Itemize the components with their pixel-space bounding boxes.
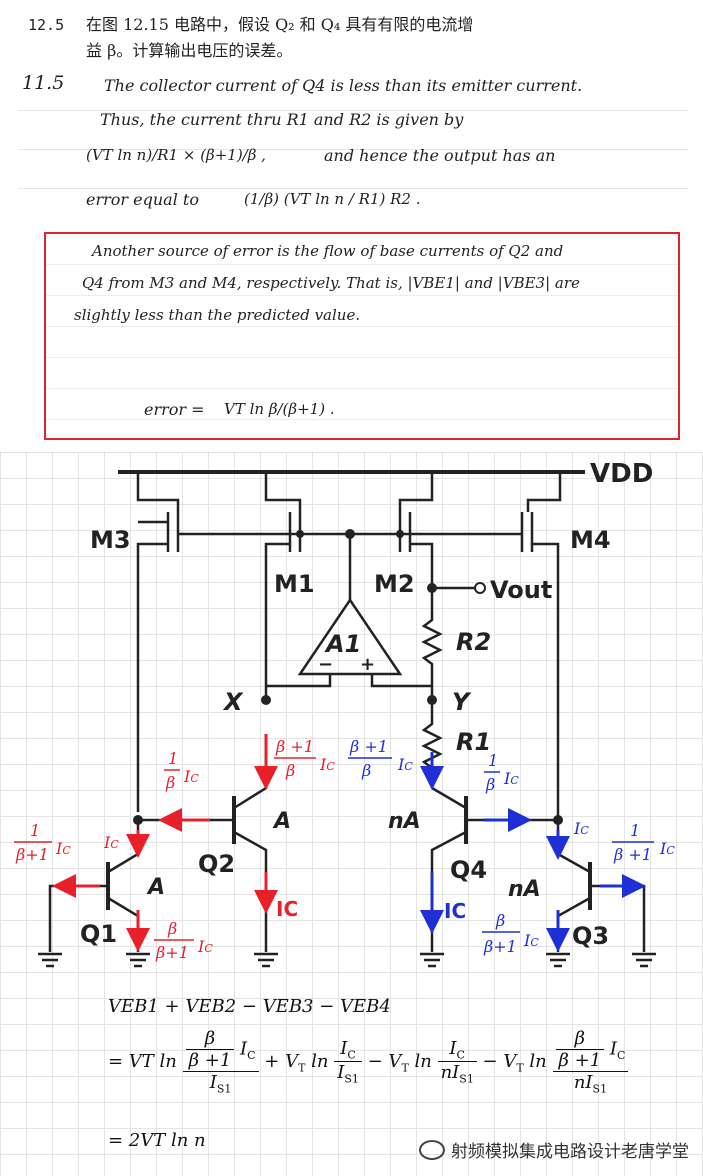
svg-text:β +1: β +1	[275, 737, 314, 756]
svg-text:β+1: β+1	[155, 943, 189, 962]
svg-text:β +1: β +1	[613, 845, 652, 864]
equation-line3: = 2VT ln n	[108, 1130, 206, 1151]
svg-text:β+1: β+1	[483, 937, 517, 956]
label-vout: Vout	[490, 576, 552, 604]
solution-line3a: (VT ln n)/R1 × (β+1)/β ,	[86, 146, 266, 164]
svg-text:IC: IC	[197, 937, 213, 956]
svg-text:IC: IC	[659, 839, 675, 858]
svg-text:β: β	[165, 773, 175, 792]
svg-text:β+1: β+1	[15, 845, 49, 864]
solution-line1: The collector current of Q4 is less than…	[104, 76, 583, 95]
label-m2: M2	[374, 570, 415, 598]
solution-line2: Thus, the current thru R1 and R2 is give…	[100, 110, 464, 129]
ground-symbols	[38, 952, 656, 968]
label-x: X	[222, 688, 244, 716]
problem-text-line1: 在图 12.15 电路中，假设 Q₂ 和 Q₄ 具有有限的电流增	[86, 15, 474, 34]
svg-text:IC: IC	[103, 833, 119, 852]
label-blue-beta-over-beta1-ic: β β+1 IC	[482, 911, 539, 956]
label-r1: R1	[456, 728, 491, 756]
svg-text:IC: IC	[319, 755, 335, 774]
label-plus: +	[360, 654, 375, 675]
watermark-text: 射频模拟集成电路设计老唐学堂	[451, 1142, 689, 1162]
label-red-1-over-beta1-ic: 1 β+1 IC	[14, 821, 71, 864]
svg-text:IC: IC	[523, 931, 539, 950]
note-error-expr: VT ln β/(β+1) .	[224, 400, 335, 418]
equation-line1: VEB1 + VEB2 − VEB3 − VEB4	[108, 996, 391, 1017]
problem-text-line2: 益 β。计算输出电压的误差。	[86, 41, 293, 60]
note-line1: Another source of error is the flow of b…	[92, 242, 564, 260]
svg-text:1: 1	[30, 821, 40, 840]
label-m1: M1	[274, 570, 315, 598]
label-blue-1-over-beta1-ic: 1 β +1 IC	[612, 821, 675, 864]
label-q4: Q4	[450, 856, 487, 884]
label-q1: Q1	[80, 920, 117, 948]
label-red-1-over-beta-ic: 1 β IC	[164, 749, 199, 792]
svg-text:β: β	[167, 919, 177, 938]
label-blue-1-over-beta-ic: 1 β IC	[484, 751, 519, 794]
svg-text:IC: IC	[397, 755, 413, 774]
error-note-box: Another source of error is the flow of b…	[44, 232, 680, 440]
label-ic-red: IC	[276, 897, 298, 921]
solution-line4b: (1/β) (VT ln n / R1) R2 .	[244, 190, 421, 208]
note-error-label: error =	[144, 400, 205, 419]
svg-text:β: β	[485, 775, 495, 794]
label-q2: Q2	[198, 850, 235, 878]
label-m4: M4	[570, 526, 611, 554]
label-y: Y	[452, 688, 472, 716]
problem-text: 在图 12.15 电路中，假设 Q₂ 和 Q₄ 具有有限的电流增 益 β。计算输…	[86, 12, 686, 64]
label-na-q3: nA	[508, 877, 541, 902]
label-red-beta1-over-beta-ic: β +1 β IC	[274, 737, 335, 780]
svg-text:1: 1	[630, 821, 640, 840]
svg-text:β: β	[495, 911, 505, 930]
label-q3: Q3	[572, 922, 609, 950]
svg-text:IC: IC	[55, 839, 71, 858]
svg-text:1: 1	[488, 751, 498, 770]
label-blue-ic-q3: IC	[573, 819, 589, 838]
svg-text:IC: IC	[183, 767, 199, 786]
label-a-q1: A	[146, 875, 165, 900]
label-vdd: VDD	[590, 459, 653, 489]
problem-number: 12.5	[28, 16, 65, 34]
svg-text:IC: IC	[573, 819, 589, 838]
equation-line2-lead: = VT ln	[108, 1050, 177, 1072]
svg-text:β +1: β +1	[349, 737, 388, 756]
wechat-icon	[419, 1139, 445, 1160]
label-red-ic-q1: IC	[103, 833, 119, 852]
label-m3: M3	[90, 526, 131, 554]
label-blue-beta1-over-beta-ic: β +1 β IC	[348, 737, 413, 780]
label-minus: −	[318, 654, 333, 675]
svg-text:β: β	[285, 761, 295, 780]
svg-text:IC: IC	[503, 769, 519, 788]
label-a-q2: A	[272, 809, 291, 834]
label-na-q4: nA	[388, 809, 421, 834]
label-a1: A1	[324, 630, 361, 658]
solution-line3b: and hence the output has an	[324, 146, 556, 165]
label-ic-blue: IC	[444, 899, 466, 923]
solution-section: 11.5 The collector current of Q4 is less…	[18, 72, 688, 227]
note-line3: slightly less than the predicted value.	[74, 306, 361, 324]
solution-line4a: error equal to	[86, 190, 199, 209]
solution-number: 11.5	[22, 72, 65, 94]
grid-background	[0, 452, 703, 1176]
note-line2: Q4 from M3 and M4, respectively. That is…	[82, 274, 580, 292]
circuit-diagram: VDD M3 M1 M2 M4 Vout A1 − + R2 R1 X Y A …	[14, 459, 675, 968]
label-r2: R2	[456, 628, 491, 656]
svg-text:β: β	[361, 761, 371, 780]
label-red-beta-over-beta1-ic: β β+1 IC	[154, 919, 213, 962]
watermark: 射频模拟集成电路设计老唐学堂	[419, 1137, 689, 1162]
svg-text:1: 1	[168, 749, 178, 768]
